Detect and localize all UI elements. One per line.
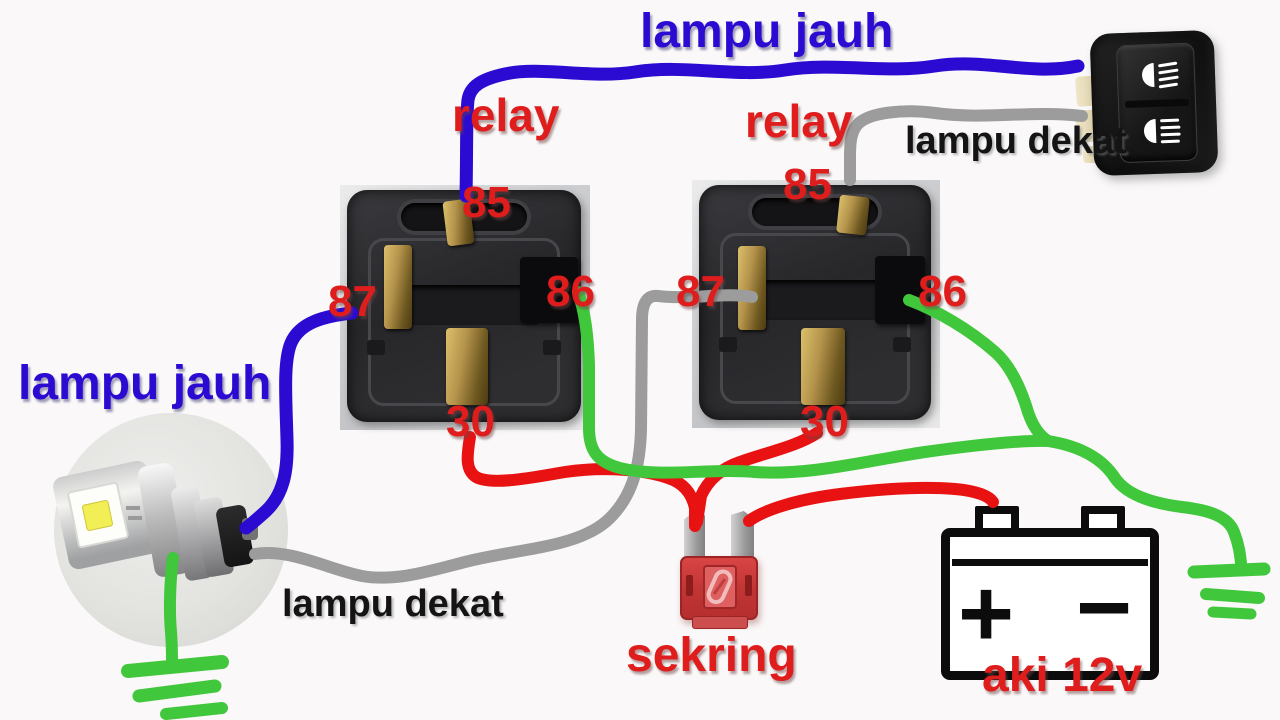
fuse-blade-right	[731, 511, 754, 560]
relay-right-pin-30	[801, 328, 845, 405]
bulb-led-leg	[126, 506, 140, 510]
relay-right-dent	[893, 337, 911, 352]
label-lampu-dekat-bottom: lampu dekat	[282, 583, 504, 625]
relay-right-pin-87	[738, 246, 766, 330]
label-relay-left-pin-85: 85	[462, 178, 511, 227]
fuse-side-slot	[686, 575, 693, 596]
label-relay-right-pin-30: 30	[800, 397, 849, 446]
ground-symbol-left	[121, 655, 229, 720]
relay-right-pin-85	[836, 194, 870, 236]
dimmer-switch[interactable]	[1089, 29, 1219, 177]
relay-left-dent	[367, 340, 385, 355]
fuse-element	[706, 569, 733, 605]
relay-left-pin-87	[384, 245, 412, 329]
fuse-bottom-lip	[692, 616, 748, 629]
label-relay-left-pin-86: 86	[546, 267, 595, 316]
label-sekring: sekring	[626, 629, 797, 682]
fuse-blade-left	[684, 512, 705, 560]
label-lampu-jauh-left: lampu jauh	[18, 357, 272, 410]
relay-left-pin-30	[446, 328, 488, 405]
fuse-body	[680, 556, 758, 629]
label-lampu-dekat-top: lampu dekat	[905, 120, 1127, 162]
high-beam-icon	[1142, 61, 1179, 89]
label-relay-right: relay	[745, 95, 853, 147]
label-relay-left-pin-87: 87	[328, 277, 377, 326]
bulb-led-chip	[81, 499, 114, 532]
label-lampu-jauh-top: lampu jauh	[640, 5, 894, 58]
power-wire-left-relay-30-to-fuse	[461, 431, 701, 532]
power-wire-right-relay-30-to-fuse	[691, 427, 823, 528]
low-beam-icon	[1143, 118, 1181, 144]
battery-minus-sign: −	[1076, 554, 1133, 661]
relay-right-photo	[692, 180, 940, 428]
bulb-contact	[242, 518, 258, 540]
battery-terminal-positive	[975, 506, 1019, 536]
relay-right-dent	[719, 337, 737, 352]
power-wire-fuse-to-battery-positive	[743, 481, 999, 527]
label-relay-left: relay	[452, 89, 560, 141]
battery-plus-sign: +	[958, 560, 1015, 667]
fuse-window	[703, 565, 737, 609]
ground-symbol-right	[1187, 562, 1271, 620]
relay-left-dent	[543, 340, 561, 355]
label-relay-right-pin-87: 87	[676, 267, 725, 316]
fuse-side-slot	[745, 575, 752, 596]
battery-terminal-negative	[1081, 506, 1125, 536]
label-aki-12v: aki 12v	[982, 649, 1143, 702]
dimmer-switch-rocker[interactable]	[1115, 42, 1199, 164]
label-relay-right-pin-86: 86	[918, 267, 967, 316]
label-relay-left-pin-30: 30	[446, 397, 495, 446]
switch-ridge	[1124, 98, 1190, 109]
bulb-led-leg	[128, 516, 142, 520]
label-relay-right-pin-85: 85	[783, 160, 832, 209]
